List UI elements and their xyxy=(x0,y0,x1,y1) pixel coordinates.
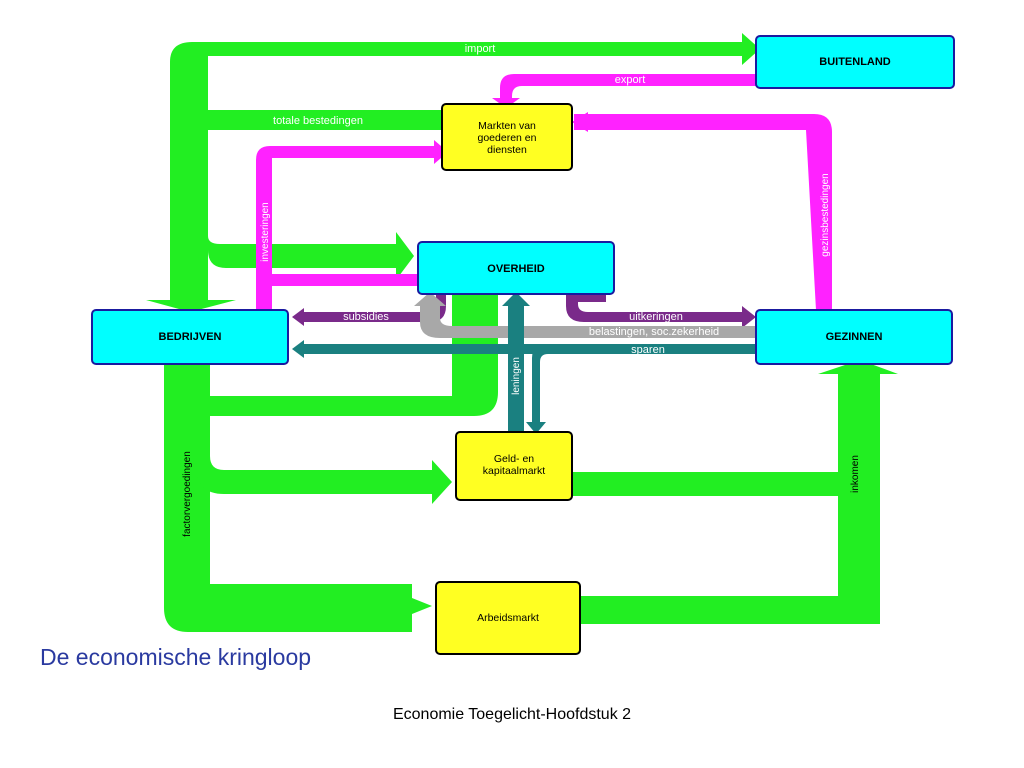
geldmarkt-label-1: Geld- en xyxy=(494,453,534,465)
node-bedrijven[interactable]: BEDRIJVEN xyxy=(91,309,289,365)
totale-bestedingen-label: totale bestedingen xyxy=(273,115,363,127)
bedrijven-label: BEDRIJVEN xyxy=(159,331,222,343)
leningen-arrow xyxy=(502,292,530,432)
node-buitenland[interactable]: BUITENLAND xyxy=(755,35,955,89)
belastingen-band xyxy=(414,292,756,338)
overheid-purple-stub xyxy=(566,294,606,302)
overheid-green-arrow xyxy=(208,232,414,280)
green-flows xyxy=(146,33,898,632)
belastingen-label: belastingen, soc.zekerheid xyxy=(589,326,719,338)
investeringen-label: investeringen xyxy=(260,202,271,261)
gezinnen-label: GEZINNEN xyxy=(826,331,883,343)
node-arbeidsmarkt[interactable]: Arbeidsmarkt xyxy=(435,581,581,655)
sparen-arrowhead xyxy=(292,340,304,358)
to-geldmarkt-arrow xyxy=(196,420,452,504)
sparen-arrow xyxy=(526,344,756,434)
export-arrow xyxy=(492,74,756,108)
magenta-flows xyxy=(256,74,832,310)
overheid-to-bedrijven-green xyxy=(208,294,498,416)
gezinsbestedingen-label: gezinsbestedingen xyxy=(820,173,831,256)
uitkeringen-label: uitkeringen xyxy=(629,311,683,323)
node-geldmarkt[interactable]: Geld- en kapitaalmarkt xyxy=(455,431,573,501)
arbeidsmarkt-label: Arbeidsmarkt xyxy=(477,612,539,624)
subsidies-arrow xyxy=(292,294,446,326)
export-label: export xyxy=(615,74,646,86)
geldmarkt-to-inkomen xyxy=(572,472,842,496)
factorvergoedingen-label: factorvergoedingen xyxy=(182,451,193,537)
node-markten[interactable]: Markten van goederen en diensten xyxy=(441,103,573,171)
import-arrow xyxy=(146,33,760,312)
import-label: import xyxy=(465,43,496,55)
markten-label-2: goederen en xyxy=(478,132,537,144)
diagram-caption: De economische kringloop xyxy=(40,644,312,670)
slide-footer: Economie Toegelicht-Hoofdstuk 2 xyxy=(392,706,632,723)
markten-label-1: Markten van xyxy=(478,120,536,132)
inkomen-band xyxy=(838,372,880,624)
factorvergoedingen-trunk xyxy=(164,364,432,632)
buitenland-label: BUITENLAND xyxy=(819,56,891,68)
node-overheid[interactable]: OVERHEID xyxy=(417,241,615,295)
sparen-label: sparen xyxy=(631,344,665,356)
node-gezinnen[interactable]: GEZINNEN xyxy=(755,309,953,365)
leningen-label: leningen xyxy=(511,357,522,395)
investeringen-arrow xyxy=(256,140,448,310)
government-flows xyxy=(292,292,756,434)
investeringen-to-overheid xyxy=(270,274,418,286)
markten-label-3: diensten xyxy=(487,144,527,156)
arbeidsmarkt-bottom xyxy=(580,596,870,624)
sparen-to-bedrijven xyxy=(302,344,756,354)
subsidies-label: subsidies xyxy=(343,311,389,323)
totale-bestedingen-band xyxy=(192,110,442,130)
geldmarkt-label-2: kapitaalmarkt xyxy=(483,465,546,477)
uitkeringen-arrow xyxy=(566,294,756,328)
overheid-label: OVERHEID xyxy=(487,263,545,275)
inkomen-label: inkomen xyxy=(850,455,861,493)
